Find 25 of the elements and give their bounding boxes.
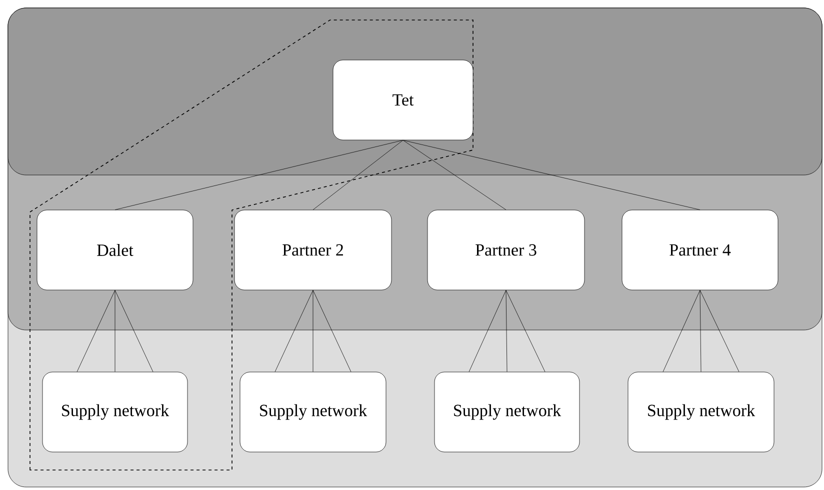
connector-line	[76, 290, 116, 372]
connector-line	[700, 290, 702, 372]
connector-line	[312, 290, 314, 372]
connector-line	[402, 140, 700, 210]
node-box: Supply network	[628, 372, 774, 452]
connector-line	[402, 140, 506, 210]
connector-line	[506, 290, 508, 372]
connector-line	[274, 290, 314, 372]
connector-line	[114, 140, 404, 210]
node-box: Dalet	[36, 210, 194, 290]
connector-line	[312, 290, 352, 372]
connector-line	[468, 290, 506, 372]
node-box: Supply network	[240, 372, 386, 452]
node-box: Supply network	[42, 372, 188, 452]
node-box: Partner 3	[427, 210, 585, 290]
connector-line	[700, 290, 740, 372]
node-box: Partner 4	[622, 210, 778, 290]
connector-line	[114, 290, 154, 372]
node-box: Partner 2	[234, 210, 392, 290]
connector-line	[114, 290, 116, 372]
node-box: Supply network	[434, 372, 580, 452]
node-box: Tet	[332, 60, 474, 140]
connector-line	[662, 290, 700, 372]
connector-line	[312, 140, 404, 210]
connector-line	[506, 290, 546, 372]
